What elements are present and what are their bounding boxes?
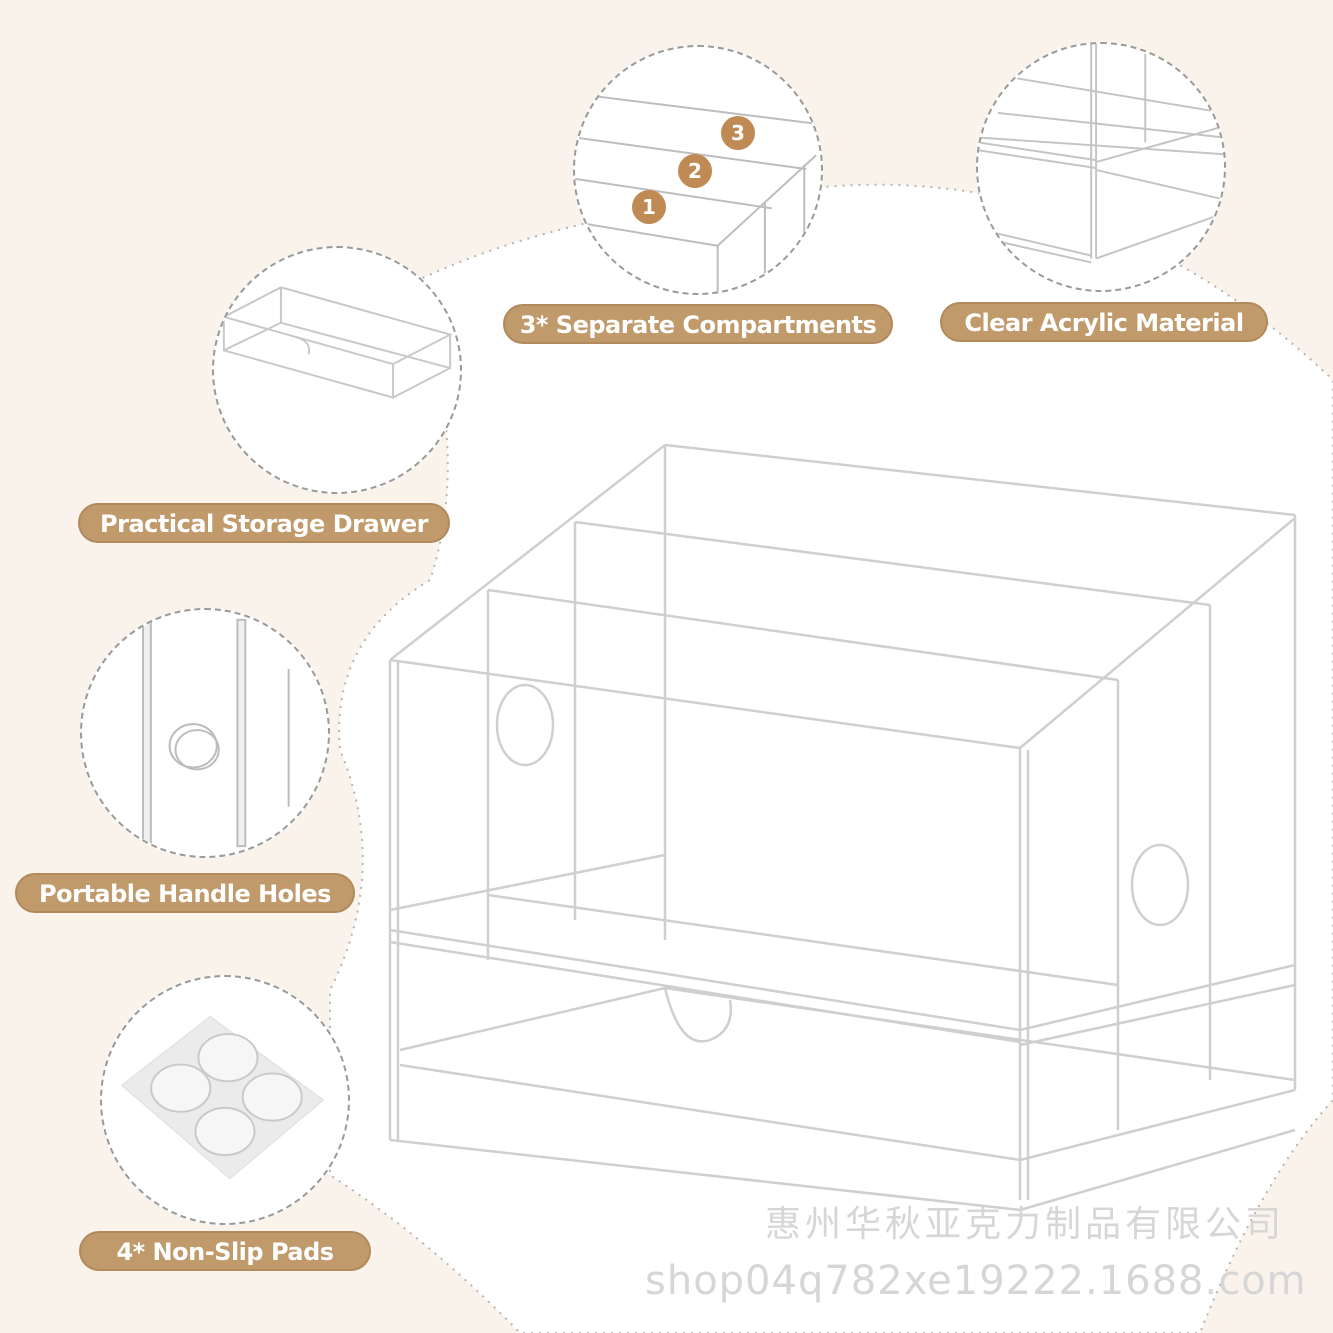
label-separate-compartments: 3* Separate Compartments: [503, 304, 893, 344]
handle-hole-closeup-icon: [142, 618, 290, 848]
acrylic-callout: [976, 42, 1226, 292]
acrylic-edge-closeup-icon: [978, 44, 1224, 264]
non-slip-pads-closeup-icon: [120, 1015, 325, 1180]
handles-callout: [80, 608, 330, 858]
compartments-closeup-icon: [575, 95, 817, 293]
compartments-callout: 3 2 1: [573, 45, 823, 295]
watermark-company: 惠州华秋亚克力制品有限公司: [765, 1204, 1286, 1245]
compartment-number-2: 2: [678, 154, 712, 188]
label-portable-handle-holes: Portable Handle Holes: [15, 873, 355, 913]
product-image: [380, 440, 1310, 1220]
compartment-number-1: 1: [632, 190, 666, 224]
drawer-callout: [212, 246, 462, 494]
pads-callout: [100, 975, 350, 1225]
acrylic-organizer-icon: [388, 443, 1297, 1212]
drawer-closeup-icon: [221, 286, 453, 399]
compartment-number-3: 3: [721, 116, 755, 150]
label-non-slip-pads: 4* Non-Slip Pads: [79, 1231, 371, 1271]
label-practical-storage-drawer: Practical Storage Drawer: [78, 503, 450, 543]
watermark-url: shop04q782xe19222.1688.com: [645, 1258, 1307, 1304]
label-clear-acrylic-material: Clear Acrylic Material: [940, 302, 1268, 342]
